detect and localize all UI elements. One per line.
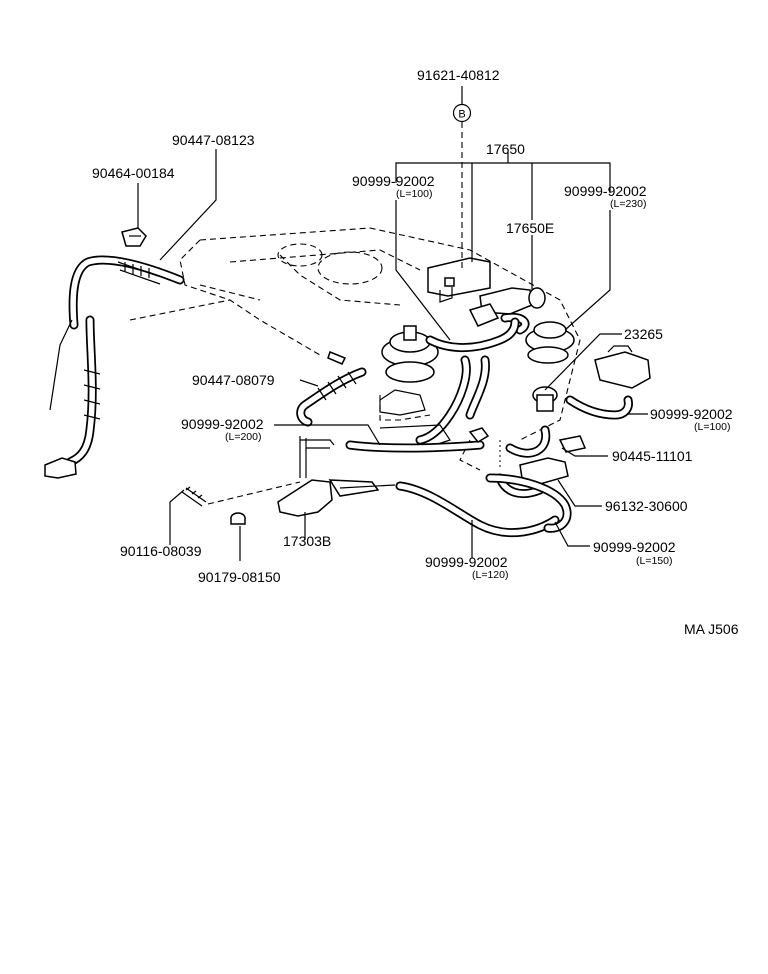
modulator-assembly bbox=[370, 317, 575, 451]
label-90179-08150: 90179-08150 bbox=[198, 569, 281, 585]
label-90464-00184: 90464-00184 bbox=[92, 165, 175, 181]
label-90999-92002-b: 90999-92002 bbox=[564, 183, 647, 199]
bracket-17303b bbox=[277, 436, 396, 517]
label-17650e: 17650E bbox=[506, 220, 554, 236]
hose-90447-08079 bbox=[296, 351, 367, 427]
label-90447-08123: 90447-08123 bbox=[172, 132, 255, 148]
bolt-mount-line bbox=[207, 481, 301, 505]
footer-code: MA J506 bbox=[684, 621, 739, 637]
label-96132-30600: 96132-30600 bbox=[605, 498, 688, 514]
label-90999-92002-e: 90999-92002 bbox=[593, 539, 676, 555]
engine-outline bbox=[129, 227, 581, 471]
circle-b-label: B bbox=[458, 109, 465, 121]
left-vacuum-hose bbox=[44, 227, 185, 479]
right-valve-assembly bbox=[468, 345, 651, 498]
bolt-90116 bbox=[181, 486, 207, 507]
label-90999-92002-d: 90999-92002 bbox=[181, 416, 264, 432]
label-23265: 23265 bbox=[624, 326, 663, 342]
label-91621-40812: 91621-40812 bbox=[417, 67, 500, 83]
nut-90179 bbox=[230, 512, 246, 525]
hose-l200 bbox=[345, 440, 485, 453]
length-l120: (L=120) bbox=[472, 569, 508, 581]
lower-hoses bbox=[395, 473, 572, 538]
label-90999-92002-c: 90999-92002 bbox=[650, 406, 733, 422]
leader-lines bbox=[137, 86, 648, 561]
label-90445-11101: 90445-11101 bbox=[612, 448, 693, 464]
length-l200: (L=200) bbox=[225, 431, 261, 443]
length-l230: (L=230) bbox=[610, 198, 646, 210]
part-labels: 91621-40812 17650 90447-08123 90464-0018… bbox=[92, 67, 739, 637]
label-90447-08079: 90447-08079 bbox=[192, 372, 275, 388]
reference-circle-b: B bbox=[452, 103, 472, 123]
length-l150: (L=150) bbox=[636, 555, 672, 567]
label-90116-08039: 90116-08039 bbox=[120, 543, 202, 559]
vsv-assembly bbox=[427, 257, 546, 335]
label-90999-92002-a: 90999-92002 bbox=[352, 173, 435, 189]
length-l100-a: (L=100) bbox=[396, 188, 432, 200]
label-90999-92002-f: 90999-92002 bbox=[425, 554, 508, 570]
length-l100-c: (L=100) bbox=[694, 421, 730, 433]
label-17303b: 17303B bbox=[283, 533, 331, 549]
label-17650: 17650 bbox=[486, 141, 525, 157]
